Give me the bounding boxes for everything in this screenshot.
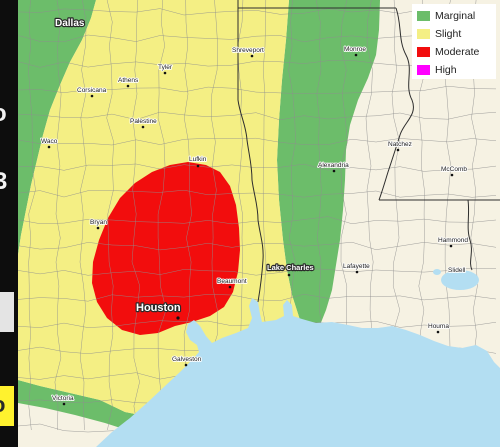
city-label-tyler: Tyler (158, 64, 173, 71)
cropped-gray-box (0, 292, 14, 332)
city-dot-houston (176, 316, 180, 320)
gulf-of-mexico-water (96, 298, 500, 447)
risk-legend: Marginal Slight Moderate High (412, 4, 496, 79)
city-dot-corsicana (90, 94, 94, 98)
city-dot-victoria (62, 402, 66, 406)
cropped-slide-edge: o 3 o (0, 0, 18, 447)
city-dot-palestine (141, 125, 145, 129)
pearl-river-border (467, 199, 473, 271)
city-dot-athens (126, 84, 130, 88)
city-label-lufkin: Lufkin (189, 156, 207, 163)
city-label-alexandria: Alexandria (318, 162, 349, 169)
city-label-waco: Waco (41, 138, 58, 145)
marginal-risk-area-east (277, 0, 380, 330)
city-dot-monroe (354, 53, 358, 57)
city-label-lake-charles: Lake Charles (267, 263, 314, 272)
lake-pontchartrain (441, 270, 479, 290)
city-dot-lake-charles (287, 273, 291, 277)
city-label-houston: Houston (136, 302, 181, 314)
cropped-text-fragment-upper: o (0, 102, 7, 126)
legend-label-marginal: Marginal (435, 10, 476, 22)
city-dot-galveston (184, 363, 188, 367)
texas-louisiana-border (237, 0, 264, 303)
legend-label-high: High (435, 64, 457, 76)
marginal-risk-area-west (18, 0, 96, 255)
city-dot-beaumont (228, 285, 232, 289)
city-dot-lafayette (355, 270, 359, 274)
cropped-yellow-box: o (0, 386, 14, 426)
moderate-risk-area (92, 162, 240, 335)
legend-item-moderate: Moderate (417, 45, 479, 59)
lake-maurepas (433, 269, 441, 275)
mississippi-river-border (378, 7, 414, 201)
legend-label-moderate: Moderate (435, 46, 480, 58)
city-dot-bryan (96, 226, 100, 230)
city-label-bryan: Bryan (90, 219, 107, 226)
state-borders (237, 0, 500, 303)
city-dot-tyler (163, 71, 167, 75)
city-dot-hammond (449, 244, 453, 248)
city-label-slidell: Slidell (448, 267, 466, 274)
risk-areas (18, 0, 380, 431)
city-dot-alexandria (332, 169, 336, 173)
legend-swatch-moderate (417, 47, 430, 57)
city-label-palestine: Palestine (130, 118, 157, 125)
city-label-houma: Houma (428, 323, 449, 330)
city-dot-mccomb (450, 173, 454, 177)
city-labels: Dallas Corsicana Athens Tyler Shreveport… (40, 17, 469, 403)
city-label-monroe: Monroe (344, 46, 366, 53)
city-dot-shreveport (250, 54, 254, 58)
city-label-galveston: Galveston (172, 356, 202, 363)
city-label-athens: Athens (118, 77, 139, 84)
inland-lakes (433, 269, 479, 290)
legend-label-slight: Slight (435, 28, 462, 40)
legend-item-slight: Slight (417, 27, 461, 41)
cropped-text-fragment-lower: o (0, 394, 5, 416)
city-label-natchez: Natchez (388, 141, 412, 148)
legend-swatch-high (417, 65, 430, 75)
legend-item-marginal: Marginal (417, 9, 475, 23)
cropped-text-fragment-middle: 3 (0, 168, 8, 195)
city-label-corsicana: Corsicana (77, 87, 107, 94)
city-dot-houma (436, 330, 440, 334)
city-dot-natchez (396, 148, 400, 152)
city-label-mccomb: McComb (441, 166, 467, 173)
city-dot-lufkin (196, 164, 200, 168)
city-label-shreveport: Shreveport (232, 47, 264, 54)
legend-swatch-marginal (417, 11, 430, 21)
legend-swatch-slight (417, 29, 430, 39)
city-markers (47, 53, 454, 406)
legend-item-high: High (417, 63, 457, 77)
marginal-risk-area-south (18, 380, 150, 431)
city-dot-waco (47, 145, 51, 149)
city-label-beaumont: Beaumont (217, 278, 247, 285)
city-label-lafayette: Lafayette (343, 263, 370, 270)
city-label-victoria: Victoria (52, 395, 74, 402)
city-label-dallas: Dallas (55, 18, 85, 29)
city-label-hammond: Hammond (438, 237, 468, 244)
